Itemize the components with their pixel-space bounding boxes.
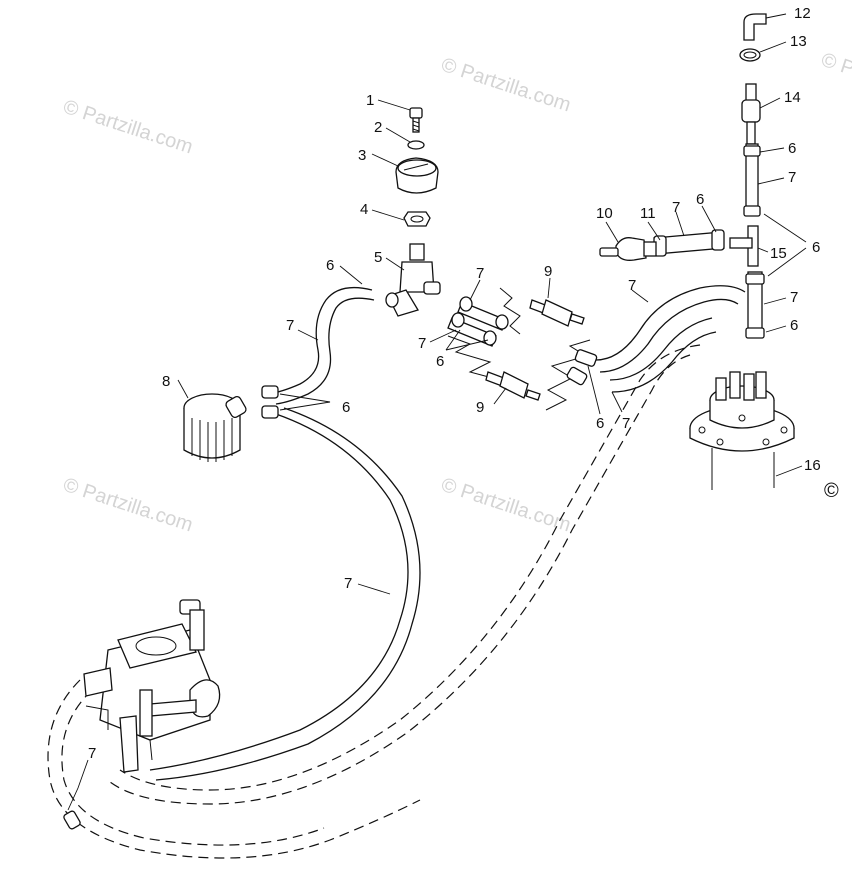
fuel-filter <box>183 385 279 462</box>
callout-7-horizontal: 7 <box>672 199 680 216</box>
fuel-sender-unit <box>689 371 795 490</box>
fuel-fittings <box>485 299 585 401</box>
callout-7-lower-loop: 7 <box>88 745 96 762</box>
callout-9-top: 9 <box>544 263 552 280</box>
callout-3: 3 <box>358 147 366 164</box>
callout-13: 13 <box>790 33 807 50</box>
callout-9-bottom: 9 <box>476 399 484 416</box>
callout-6-vent-mid: 6 <box>812 239 820 256</box>
callout-6-filter: 6 <box>342 399 350 416</box>
callout-7-vent-top: 7 <box>788 169 796 186</box>
watermark-top-left: © Partzilla.com <box>60 96 195 159</box>
watermark-top-right: © Partzilla.com <box>818 49 852 112</box>
callout-2: 2 <box>374 119 382 136</box>
inline-hoses-center <box>447 296 509 347</box>
callout-7-right-loop: 7 <box>628 277 636 294</box>
callout-6-hose-end: 6 <box>696 191 704 208</box>
callout-7-left-hose: 7 <box>286 317 294 334</box>
callout-15: 15 <box>770 245 787 262</box>
callout-6-center: 6 <box>436 353 444 370</box>
callout-1: 1 <box>366 92 374 109</box>
callout-8: 8 <box>162 373 170 390</box>
callout-7-lower-right: 7 <box>622 415 630 432</box>
callout-6-vent-low: 6 <box>790 317 798 334</box>
callout-16: 16 <box>804 457 821 474</box>
callout-7-vent-low: 7 <box>790 289 798 306</box>
callout-5: 5 <box>374 249 382 266</box>
hose-network <box>47 285 746 859</box>
callout-6-lower-right: 6 <box>596 415 604 432</box>
clamps-right <box>566 349 598 386</box>
leader-lines <box>67 13 807 811</box>
watermark-mid-center: © Partzilla.com <box>438 474 573 537</box>
callout-10: 10 <box>596 205 613 222</box>
vent-line-stack <box>599 13 767 339</box>
break-lines <box>447 287 591 411</box>
callout-6-vent-top: 6 <box>788 140 796 157</box>
callout-labels: 1 2 3 4 5 6 6 6 6 6 6 6 6 7 7 7 7 7 7 7 … <box>88 5 821 762</box>
callout-14: 14 <box>784 89 801 106</box>
callout-12: 12 <box>794 5 811 22</box>
watermark-top-center: © Partzilla.com <box>438 54 573 117</box>
callout-11: 11 <box>640 205 656 222</box>
callout-4: 4 <box>360 201 368 218</box>
carburetor <box>63 599 221 830</box>
callout-7-long-hose: 7 <box>344 575 352 592</box>
callout-7-center-top: 7 <box>476 265 484 282</box>
copyright-symbol: © <box>824 480 839 502</box>
callout-7-center-left: 7 <box>418 335 426 352</box>
watermark-group: © Partzilla.com © Partzilla.com © Partzi… <box>60 49 852 537</box>
callout-6-valve: 6 <box>326 257 334 274</box>
vent-valve-assembly <box>385 107 441 317</box>
watermark-mid-left: © Partzilla.com <box>60 474 195 537</box>
